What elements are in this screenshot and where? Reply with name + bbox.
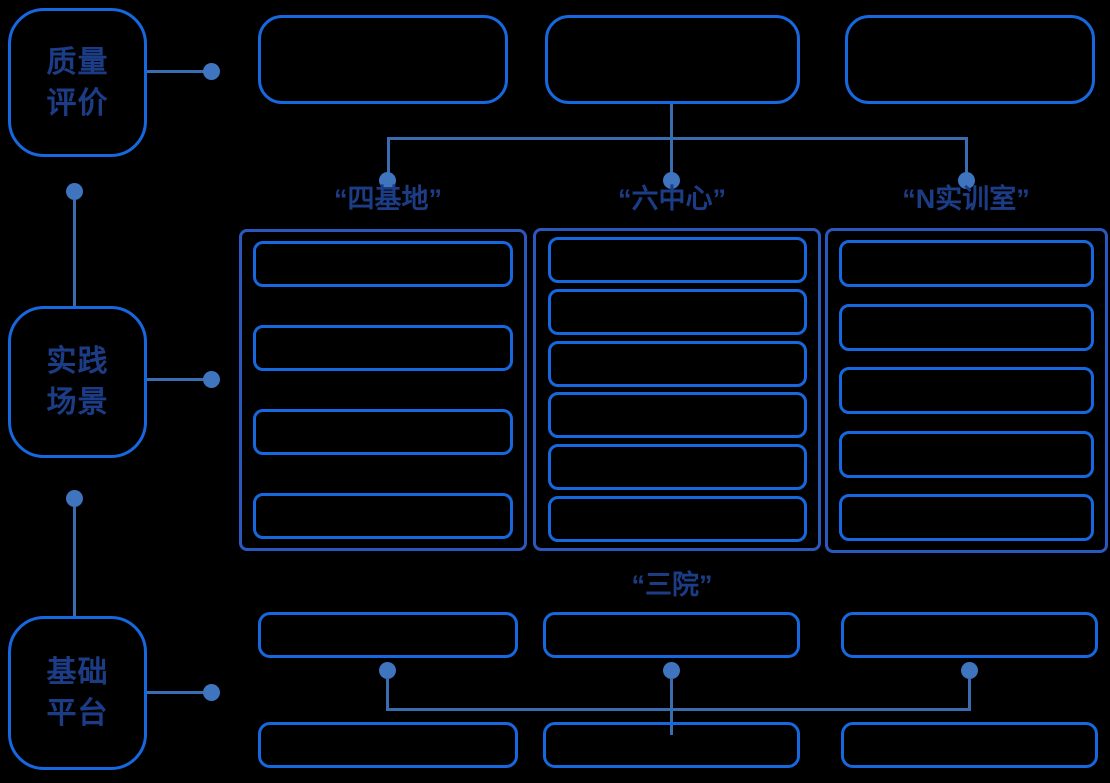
connector-dot xyxy=(66,183,83,200)
node-label-line: 基础 xyxy=(46,656,109,689)
top-row-box xyxy=(545,15,800,104)
platform-row-box xyxy=(543,722,800,768)
connector-dot xyxy=(379,662,396,679)
group-label-n-training-rooms: “N实训室” xyxy=(902,184,1030,214)
node-label-line: 质量 xyxy=(46,45,109,79)
n-training-rooms-box xyxy=(839,240,1094,287)
platform-row-box xyxy=(258,722,518,768)
connector-drop-four-bases xyxy=(387,137,390,173)
connector-dot xyxy=(203,63,220,80)
top-row-box xyxy=(258,15,508,104)
bottom-bus-line xyxy=(387,708,970,711)
top-bus-line xyxy=(387,137,968,140)
container-four-bases xyxy=(239,229,527,551)
connector-dot xyxy=(379,172,396,189)
connector-quality-practice-line xyxy=(73,199,76,306)
connector-drop-n-rooms xyxy=(965,137,968,173)
connector-foundation-line xyxy=(147,691,204,694)
three-institutes-box xyxy=(258,612,518,658)
group-label-four-bases: “四基地” xyxy=(334,184,442,214)
three-institutes-box xyxy=(841,612,1098,658)
connector-bottom-left-drop xyxy=(386,678,389,711)
six-centers-box xyxy=(547,495,807,542)
connector-quality-line xyxy=(147,70,204,73)
n-training-rooms-box xyxy=(839,303,1094,351)
connector-practice-line xyxy=(147,378,204,381)
four-bases-box xyxy=(253,409,513,455)
connector-dot xyxy=(961,662,978,679)
n-training-rooms-box xyxy=(839,430,1094,478)
connector-dot xyxy=(958,172,975,189)
node-label-line: 平台 xyxy=(46,697,109,730)
connector-practice-foundation-line xyxy=(73,507,76,616)
connector-dot xyxy=(66,490,83,507)
group-label-six-centers: “六中心” xyxy=(618,184,726,214)
container-n-training-rooms xyxy=(825,228,1108,553)
node-foundation-platform: 基础 平台 xyxy=(8,616,147,770)
three-institutes-box xyxy=(543,612,800,658)
four-bases-box xyxy=(253,241,513,287)
n-training-rooms-box xyxy=(839,494,1094,541)
node-label-line: 场景 xyxy=(46,386,109,419)
connector-bottom-middle-drop xyxy=(670,678,673,735)
n-training-rooms-box xyxy=(839,367,1094,414)
six-centers-box xyxy=(547,392,807,439)
node-quality-evaluation: 质量 评价 xyxy=(8,8,147,157)
container-six-centers xyxy=(533,228,821,551)
six-centers-box xyxy=(547,288,807,335)
connector-bottom-right-drop xyxy=(968,678,971,711)
node-label-line: 实践 xyxy=(46,345,109,378)
group-label-three-institutes: “三院” xyxy=(631,570,713,600)
six-centers-box xyxy=(547,237,807,283)
top-row-box xyxy=(845,15,1095,104)
six-centers-box xyxy=(547,340,807,387)
six-centers-box xyxy=(547,444,807,491)
node-practice-scenarios: 实践 场景 xyxy=(8,306,147,458)
four-bases-box xyxy=(253,325,513,371)
connector-dot xyxy=(203,371,220,388)
node-label-line: 评价 xyxy=(46,86,109,120)
four-bases-box xyxy=(253,493,513,539)
connector-dot xyxy=(203,684,220,701)
connector-dot xyxy=(663,662,680,679)
connector-dot xyxy=(663,172,680,189)
platform-row-box xyxy=(841,722,1098,768)
